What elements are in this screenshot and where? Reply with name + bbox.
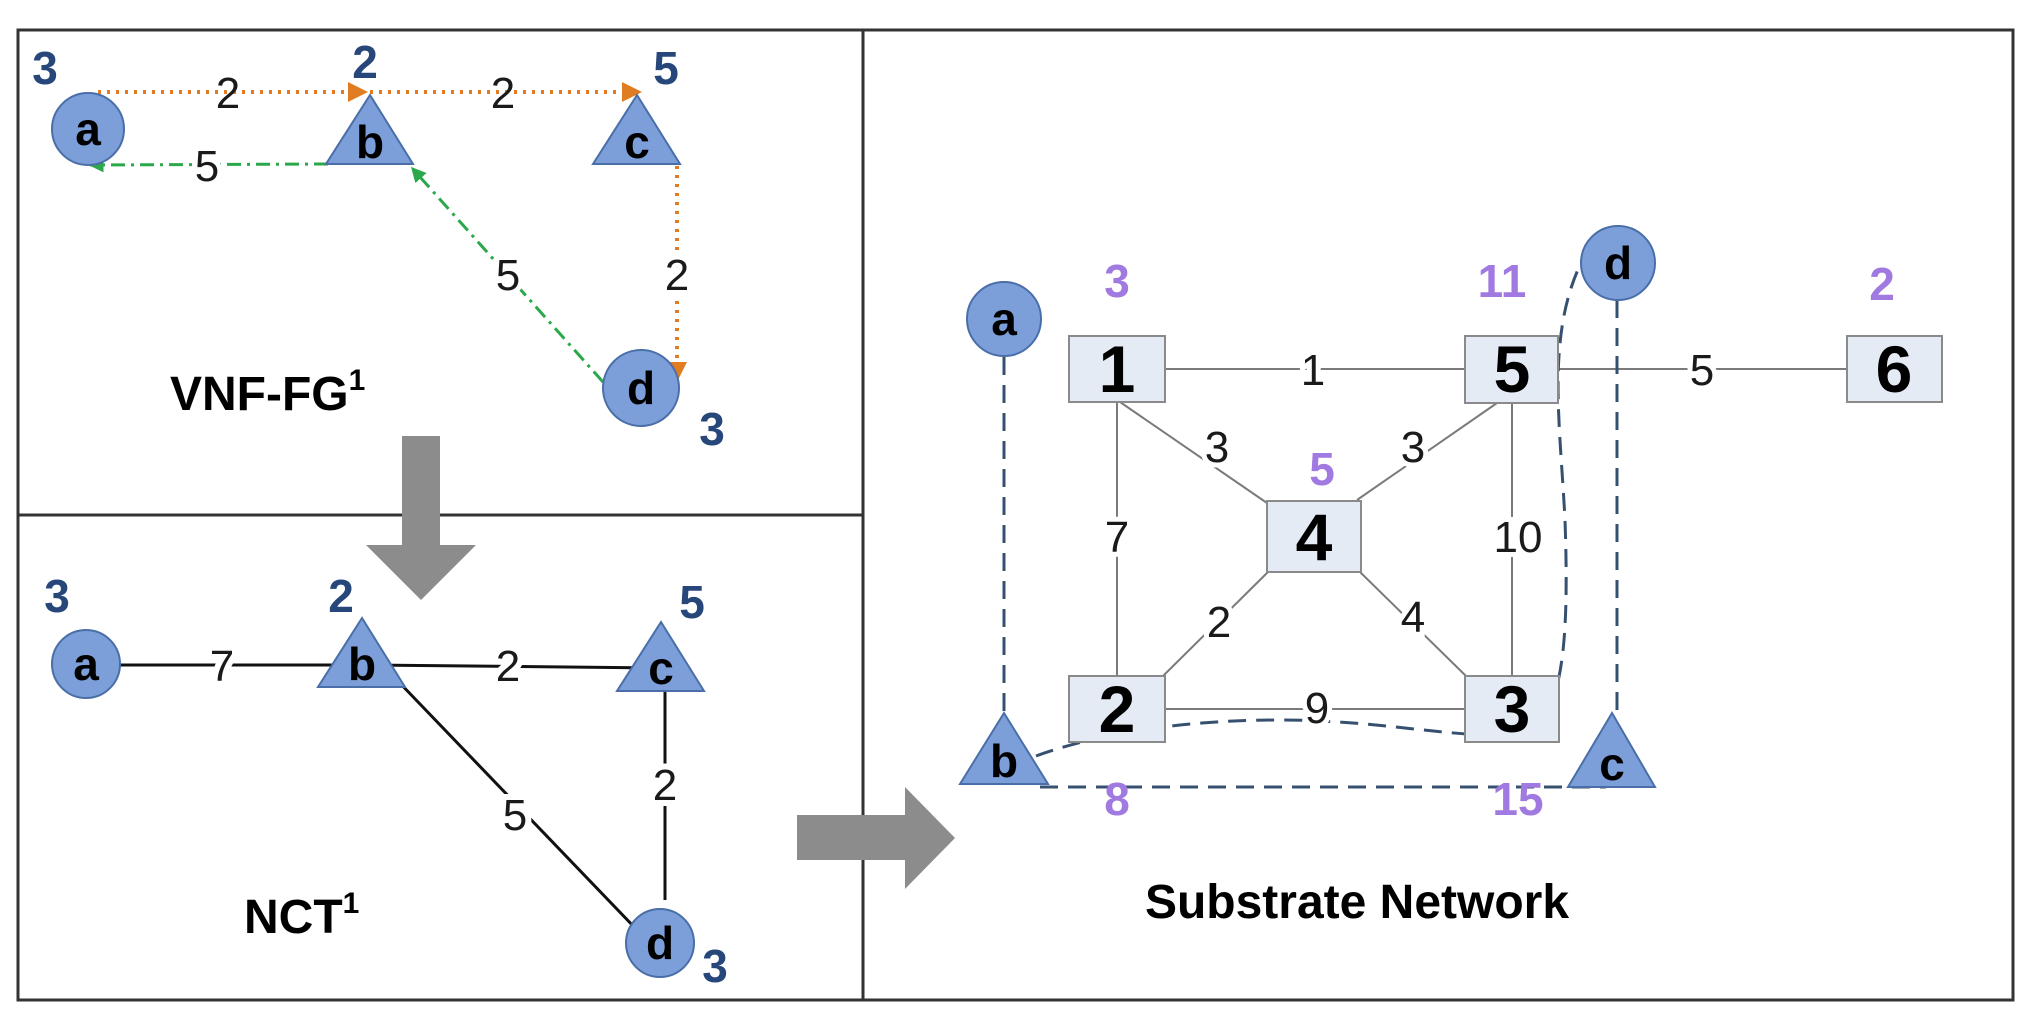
- panel-frames: [16, 28, 2015, 1002]
- vnf-fg-weight-d-b: 5: [496, 251, 520, 300]
- nct-node-d-label: d: [646, 917, 674, 969]
- mapped-vnf-a: [966, 281, 1042, 357]
- substrate-capacity-6: 2: [1869, 258, 1895, 310]
- down-arrow: [366, 436, 476, 600]
- mapped-vnf-a-label: a: [991, 293, 1017, 345]
- vnf-fg-panel: [16, 28, 865, 517]
- vnf-fg-node-b: [324, 93, 415, 165]
- substrate-weight-5-3: 10: [1494, 513, 1543, 562]
- substrate-title: Substrate Network: [1145, 876, 1569, 929]
- substrate-weight-1-2: 7: [1105, 513, 1129, 562]
- substrate-node-2-label: 2: [1099, 672, 1136, 746]
- substrate-capacity-1: 3: [1104, 255, 1130, 307]
- nct-node-c: [615, 620, 706, 692]
- nct-weight-c-d: 2: [653, 761, 677, 810]
- nct-node-b-label: b: [348, 638, 376, 690]
- nct-panel: [16, 513, 865, 1002]
- substrate-node-1: [1068, 335, 1166, 403]
- nct-node-a-label: a: [73, 638, 99, 690]
- nct-edge-b-d: [393, 676, 639, 932]
- mapped-vnf-d: [1580, 225, 1656, 301]
- substrate-node-5-label: 5: [1494, 332, 1531, 406]
- nct-node-c-label: c: [648, 642, 674, 694]
- nct-edge-b-c: [371, 663, 661, 670]
- substrate-panel: [861, 28, 2015, 1002]
- nct-capacity-c: 5: [679, 576, 705, 628]
- vnf-fg-node-a-label: a: [75, 103, 101, 155]
- nct-weight-b-d: 5: [503, 791, 527, 840]
- vnf-fg-capacity-c: 5: [653, 42, 679, 94]
- nct-capacity-a: 3: [44, 570, 70, 622]
- vnf-fg-capacity-a: 3: [32, 42, 58, 94]
- nct-node-b: [316, 616, 407, 688]
- substrate-node-6: [1846, 335, 1943, 403]
- substrate-weight-5-6: 5: [1690, 346, 1714, 395]
- mapped-vnf-c-label: c: [1599, 738, 1625, 790]
- vnf-fg-weight-b-c: 2: [491, 69, 515, 118]
- vnf-fg-node-a: [51, 92, 125, 166]
- substrate-node-6-label: 6: [1876, 332, 1913, 406]
- mapped-vnf-c: [1566, 711, 1657, 788]
- vnf-fg-capacity-d: 3: [699, 403, 725, 455]
- substrate-node-3: [1464, 675, 1560, 743]
- substrate-weight-1-5: 1: [1301, 346, 1325, 395]
- nct-node-a: [51, 629, 121, 699]
- vnf-fg-edge-d-b: [410, 166, 605, 383]
- substrate-link-1-4: [1119, 401, 1268, 504]
- substrate-graph: 1 2 3 4 5 6 3 8 15 5 11 2 1 3 7 3 2 4 10…: [958, 225, 1943, 929]
- mapped-vnf-d-label: d: [1604, 237, 1632, 289]
- nct-weight-b-c: 2: [496, 642, 520, 691]
- vnf-fg-weight-c-d: 2: [665, 251, 689, 300]
- substrate-capacity-2: 8: [1104, 773, 1130, 825]
- substrate-weight-4-3: 4: [1401, 593, 1425, 642]
- substrate-node-4: [1266, 500, 1362, 573]
- mapped-vnf-b: [958, 711, 1050, 785]
- vnf-fg-edge-b-a: [88, 157, 329, 173]
- substrate-link-4-5: [1356, 402, 1498, 501]
- vnf-fg-node-c-label: c: [624, 116, 650, 168]
- substrate-node-5: [1464, 335, 1559, 404]
- substrate-node-2: [1068, 675, 1166, 743]
- substrate-weight-2-3: 9: [1305, 684, 1329, 733]
- substrate-weight-1-4: 3: [1205, 423, 1229, 472]
- nct-node-d: [625, 908, 695, 978]
- vnf-fg-title: VNF-FG1: [170, 364, 365, 421]
- substrate-weight-4-2: 2: [1207, 598, 1231, 647]
- substrate-capacity-5: 11: [1478, 255, 1527, 307]
- vnf-fg-weight-b-a: 5: [195, 142, 219, 191]
- nct-graph: a b c d 3 2 5 3 7 2 2 5 NCT1: [44, 570, 728, 992]
- vnf-fg-node-d: [602, 349, 680, 427]
- nct-capacity-b: 2: [328, 570, 354, 622]
- substrate-node-4-label: 4: [1296, 500, 1333, 574]
- substrate-node-3-label: 3: [1494, 672, 1531, 746]
- vnf-fg-node-b-label: b: [356, 116, 384, 168]
- substrate-node-1-label: 1: [1099, 332, 1136, 406]
- substrate-capacity-4: 5: [1309, 443, 1335, 495]
- vnf-fg-weight-a-b: 2: [216, 69, 240, 118]
- substrate-link-4-2: [1162, 571, 1269, 677]
- vnf-fg-node-c: [591, 93, 682, 165]
- vnf-fg-capacity-b: 2: [352, 36, 378, 88]
- substrate-link-4-3: [1359, 571, 1467, 677]
- vnf-fg-node-d-label: d: [627, 362, 655, 414]
- vnf-fg-graph: a b c d 3 2 5 3 2 2 2 5 5 VNF-FG1: [32, 36, 725, 455]
- nct-title: NCT1: [244, 887, 359, 944]
- nct-weight-a-b: 7: [210, 642, 234, 691]
- substrate-weight-4-5: 3: [1401, 423, 1425, 472]
- mapped-vnf-b-label: b: [990, 735, 1018, 787]
- right-arrow: [797, 787, 955, 889]
- substrate-capacity-3: 15: [1492, 773, 1543, 825]
- nct-capacity-d: 3: [702, 940, 728, 992]
